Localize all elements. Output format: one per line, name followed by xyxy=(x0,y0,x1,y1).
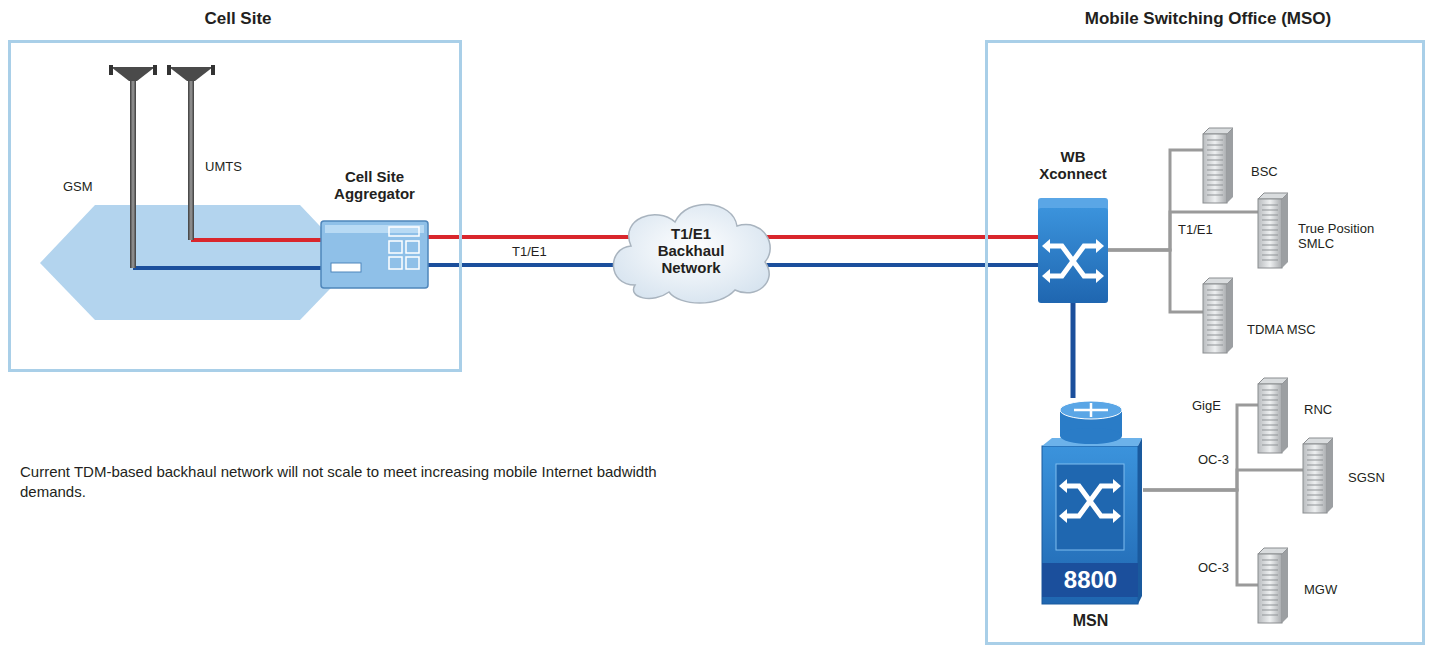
server-rack: SGSN xyxy=(1303,438,1333,513)
node-label: Cell Site xyxy=(11,9,465,29)
edge-label: T1/E1 xyxy=(1178,222,1213,237)
cell-site-region: GSMUMTSCell Site AggregatorCell Site xyxy=(8,40,462,372)
text-holder: UMTS xyxy=(205,159,242,174)
note-text: Current TDM-based backhaul network will … xyxy=(20,462,680,502)
text-holder: MGW xyxy=(1304,582,1337,597)
edge-label-holder: OC-3 xyxy=(1196,560,1231,575)
switch-arrows xyxy=(1059,479,1121,523)
edge-label: OC-3 xyxy=(1198,560,1229,575)
connector-line xyxy=(749,235,1038,239)
text-holder: Cell Site xyxy=(11,9,465,29)
text-holder: BSC xyxy=(1251,164,1278,179)
server-rack-art xyxy=(1203,278,1233,353)
router-chassis: 8800MSN xyxy=(1038,398,1143,608)
edge-label: T1/E1 xyxy=(512,244,547,259)
connector-line xyxy=(1143,405,1258,490)
text-holder: TDMA MSC xyxy=(1247,322,1316,337)
connector-line xyxy=(1108,212,1258,250)
connector-line xyxy=(1143,470,1303,490)
node-label: 8800 xyxy=(1038,566,1143,594)
text-holder: GSM xyxy=(63,179,93,194)
gsm-tower-art xyxy=(63,65,153,268)
connector-line xyxy=(1071,303,1076,398)
crossconnect-switch-art xyxy=(1038,198,1108,303)
edge-label: OC-3 xyxy=(1198,452,1229,467)
umts-tower-art xyxy=(163,65,243,240)
node-label: RNC xyxy=(1304,402,1332,417)
text-holder: WB Xconnect xyxy=(1036,148,1111,182)
edge-label-holder: T1/E1 xyxy=(510,244,549,259)
connector-line xyxy=(1143,490,1258,585)
connector-line xyxy=(755,263,1038,267)
connector-line xyxy=(133,266,321,270)
text-holder: True Position SMLC xyxy=(1298,221,1393,251)
server-rack-art xyxy=(1203,128,1233,203)
gsm-tower: GSM xyxy=(63,65,153,268)
aggregator-device: Cell Site Aggregator xyxy=(321,221,428,288)
crossconnect-switch: WB Xconnect xyxy=(1038,198,1108,303)
node-label: UMTS xyxy=(205,159,242,174)
umts-tower: UMTS xyxy=(163,65,243,240)
text-holder: Cell Site Aggregator xyxy=(319,168,430,202)
text-holder: T1/E1 Backhaul Network xyxy=(646,225,736,276)
node-label: SGSN xyxy=(1348,470,1385,485)
edge-label-holder: OC-3 xyxy=(1196,452,1231,467)
node-label: True Position SMLC xyxy=(1298,221,1393,251)
connector-line xyxy=(191,238,321,242)
text-holder: MSN xyxy=(1038,612,1143,630)
node-label: GSM xyxy=(63,179,93,194)
node-label: MSN xyxy=(1038,612,1143,630)
node-label: TDMA MSC xyxy=(1247,322,1316,337)
text-holder: RNC xyxy=(1304,402,1332,417)
connector-line xyxy=(428,263,627,267)
node-label: Mobile Switching Office (MSO) xyxy=(988,9,1428,29)
server-rack-art xyxy=(1303,438,1333,513)
server-rack-art xyxy=(1258,193,1288,268)
node-label: T1/E1 Backhaul Network xyxy=(646,225,736,276)
server-rack: RNC xyxy=(1258,378,1288,453)
text-holder: SGSN xyxy=(1348,470,1385,485)
edge-label-holder: GigE xyxy=(1190,398,1223,413)
edge-label: GigE xyxy=(1192,398,1221,413)
note-holder: Current TDM-based backhaul network will … xyxy=(20,462,680,502)
switch-arrows xyxy=(1042,239,1104,283)
server-rack: TDMA MSC xyxy=(1203,278,1233,353)
mso-region: WB Xconnect BSC True Position SMLC TDMA MSC… xyxy=(985,40,1425,645)
connector-line xyxy=(1108,250,1203,312)
server-rack-art xyxy=(1258,378,1288,453)
node-label: WB Xconnect xyxy=(1036,148,1111,182)
edge-label-holder: T1/E1 xyxy=(1176,222,1215,237)
aggregator-device-art xyxy=(321,221,428,288)
node-label: MGW xyxy=(1304,582,1337,597)
text-holder: 8800 xyxy=(1038,566,1143,594)
backhaul-cloud: T1/E1 Backhaul Network xyxy=(605,190,777,310)
server-rack-art xyxy=(1258,548,1288,623)
server-rack: True Position SMLC xyxy=(1258,193,1288,268)
site-ground xyxy=(40,205,355,320)
node-label: BSC xyxy=(1251,164,1278,179)
server-rack: BSC xyxy=(1203,128,1233,203)
server-rack: MGW xyxy=(1258,548,1288,623)
text-holder: Mobile Switching Office (MSO) xyxy=(988,9,1428,29)
node-label: Cell Site Aggregator xyxy=(319,168,430,202)
